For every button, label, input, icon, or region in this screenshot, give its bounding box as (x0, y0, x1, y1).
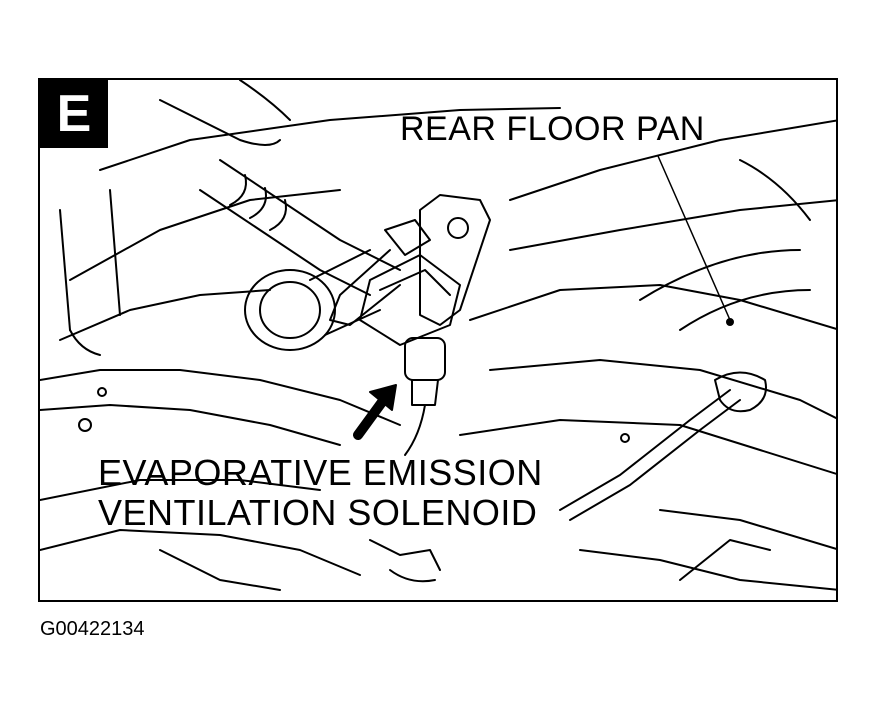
solenoid-label-line2: VENTILATION SOLENOID (98, 492, 538, 533)
rear-floor-pan-label: REAR FLOOR PAN (400, 110, 705, 148)
diagram-frame: E REAR FLOOR PAN EVAPORATIVE EMISSION VE… (38, 78, 838, 602)
section-badge: E (40, 80, 108, 148)
line-art-illustration (40, 80, 836, 591)
solenoid-label-line1: EVAPORATIVE EMISSION (98, 452, 543, 493)
figure-id: G00422134 (40, 618, 145, 640)
solenoid-label: EVAPORATIVE EMISSION VENTILATION SOLENOI… (98, 453, 543, 533)
